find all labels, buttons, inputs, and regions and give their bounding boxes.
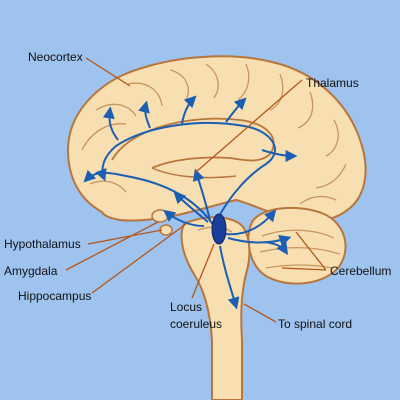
- leader-cerebellum-2: [281, 267, 327, 271]
- pathway-occipital: [261, 149, 298, 162]
- label-locus-coeruleus-line2: coeruleus: [170, 317, 223, 331]
- leader-hippocampus: [91, 223, 187, 294]
- locus-coeruleus-nucleus: [211, 213, 227, 245]
- cerebellum-folds: [259, 229, 341, 269]
- leader-spinal-cord: [243, 303, 277, 323]
- pathway-frontal-1: [102, 106, 119, 141]
- leader-hypothalamus: [87, 229, 163, 245]
- label-amygdala: Amygdala: [4, 264, 58, 278]
- leader-cerebellum-1: [295, 231, 327, 271]
- leader-lines: [65, 57, 327, 323]
- label-hypothalamus: Hypothalamus: [4, 237, 81, 251]
- leader-locus-coeruleus: [191, 243, 215, 299]
- brainstem-shape: [180, 216, 251, 400]
- label-hippocampus: Hippocampus: [18, 289, 92, 303]
- amygdala-shape: [151, 209, 169, 223]
- label-neocortex: Neocortex: [28, 50, 83, 64]
- label-thalamus: Thalamus: [306, 76, 359, 90]
- cortex-folds: [81, 63, 347, 205]
- pathway-amygdala: [163, 209, 205, 227]
- pathway-thalamus: [192, 168, 211, 221]
- pathway-cerebellum-1: [225, 209, 277, 236]
- pathway-frontal-2: [138, 100, 151, 129]
- pathway-hypothalamus: [173, 191, 209, 223]
- leader-amygdala: [65, 221, 159, 271]
- leader-neocortex: [85, 57, 131, 87]
- pathway-cortical-loop: [95, 121, 276, 223]
- noradrenergic-pathways: [83, 95, 298, 310]
- pathway-cerebellum-3: [265, 241, 288, 255]
- pathway-parietal-2: [225, 97, 247, 123]
- label-cerebellum: Cerebellum: [330, 264, 392, 278]
- pathway-parietal-1: [181, 95, 197, 125]
- pathway-spinal: [219, 245, 240, 310]
- corpus-callosum: [111, 117, 275, 169]
- label-spinal-cord: To spinal cord: [278, 317, 353, 331]
- fornix: [151, 167, 237, 179]
- leader-thalamus: [195, 79, 303, 173]
- pathway-cerebellum-2: [227, 234, 292, 247]
- label-locus-coeruleus-line1: Locus: [170, 300, 203, 314]
